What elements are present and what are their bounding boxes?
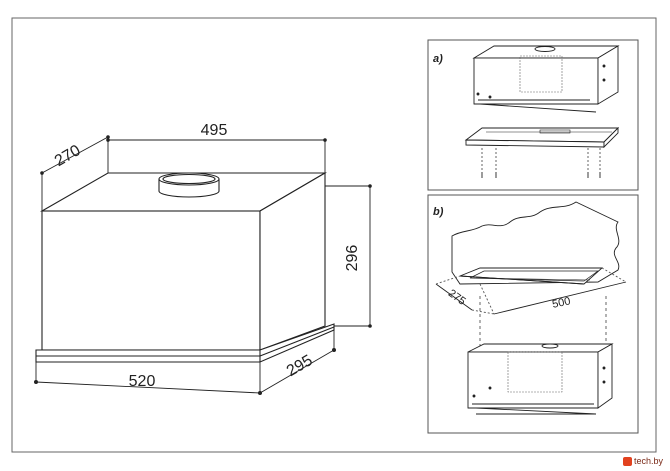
exhaust-collar-top xyxy=(158,172,220,186)
dim-width-top: 495 xyxy=(201,122,228,139)
main-dimension-lines xyxy=(34,135,372,395)
dim-height: 296 xyxy=(344,245,361,272)
panel-b: b) xyxy=(427,194,639,434)
panel-b-dim-width: 500 xyxy=(551,295,571,311)
watermark-logo-icon xyxy=(622,456,632,466)
panel-a-label: a) xyxy=(433,53,443,65)
hood-front-face xyxy=(41,210,261,351)
watermark: tech.by xyxy=(622,454,666,468)
panel-b-label: b) xyxy=(433,206,444,218)
dim-depth-top: 270 xyxy=(52,142,84,170)
hood-side-face xyxy=(259,172,326,351)
panel-a: a) xyxy=(427,39,639,191)
outer-border xyxy=(11,17,657,453)
main-hood-drawing xyxy=(35,172,335,363)
dim-width-bottom: 520 xyxy=(129,373,156,390)
watermark-text: tech.by xyxy=(633,456,663,466)
